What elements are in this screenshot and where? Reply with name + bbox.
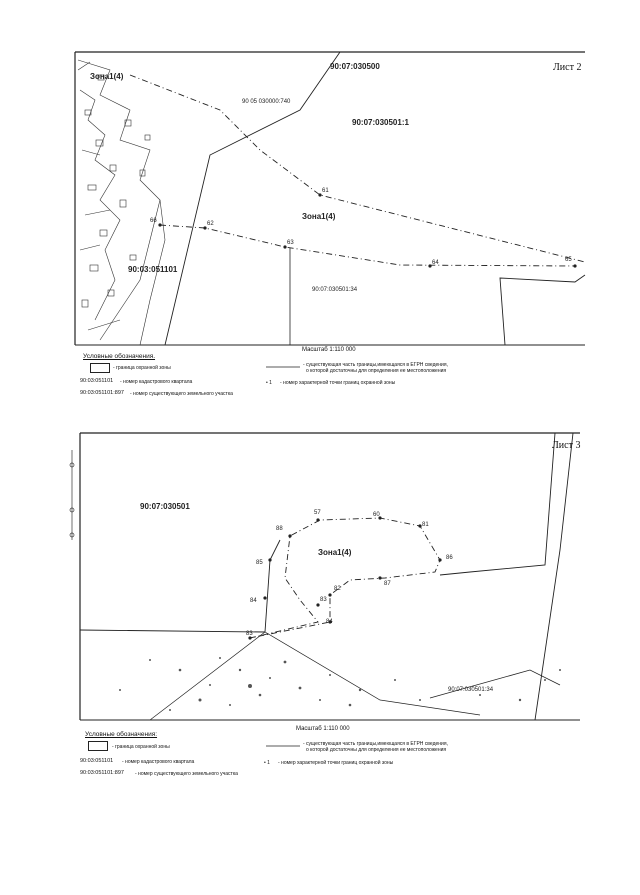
zone-label-2: Зона1(4) [302,212,336,221]
block-label: 90:07:030501 [140,502,190,511]
block-label-top: 90:07:030500 [330,62,380,71]
bottom-parcel-label: 90:07:030501:34 [448,687,494,693]
parcel-label-2: 90:07:030501:34 [312,287,358,293]
point-label: 83 [320,597,327,603]
left-edge-marks [69,450,75,540]
coast-texture [119,657,561,711]
legend-point-text: - номер характерной точки границ охранно… [278,760,394,766]
point-label: 81 [422,522,429,528]
scale-label: Масштаб 1:110 000 [296,726,350,732]
point-label: 62 [207,221,214,227]
bottom-parcel-boundary [429,669,561,699]
point-label: 66 [150,218,157,224]
settlement-area [77,59,166,346]
block-label-right: 90:07:030501:1 [352,118,409,127]
block-boundary-outer [534,432,574,721]
legend-point-marker: • 1 [264,760,270,766]
sheet-3: Лист 3 90:07:030501 Зона1(4) 90:07:03050… [0,400,640,800]
legend-parcel-code: 90:03:051101:897 [80,770,124,776]
legend-parcel-code: 90:03:051101:897 [80,390,124,396]
sheet-3-map [69,432,580,747]
scale-label: Масштаб 1:110 000 [302,347,356,353]
zone-boundary [249,517,441,639]
block-boundary-2 [499,274,586,346]
legend-zone-symbol [90,363,110,373]
legend-existing-2: о которой достаточны для определения ее … [306,368,447,374]
block-boundary-east [439,432,556,576]
legend-block-code: 90:03:051101 [80,758,114,764]
legend-title: Условные обозначения: [85,731,158,738]
legend-existing-1: - существующая часть границы,имеющаяся в… [303,362,448,368]
zone-label: Зона1(4) [318,548,352,557]
point-label: 61 [322,188,329,194]
sheet-3-title: Лист 3 [552,440,581,451]
legend-zone-text: - граница охранной зоны [112,744,170,750]
bottom-lines [149,631,481,721]
legend-zone-symbol [88,741,108,751]
point-label: 57 [314,510,321,516]
block-boundary-west [79,539,281,633]
point-label: 63 [287,240,294,246]
point-markers [248,516,442,640]
legend-block-text: - номер кадастрового квартала [122,759,195,765]
point-label: 84 [250,598,257,604]
point-label: 60 [373,512,380,518]
sheet-2: Лист 2 90:07:030500 90:07:030501:1 90:03… [0,0,640,400]
legend-parcel-text: - номер существующего земельного участка [130,391,233,397]
point-label: 86 [446,555,453,561]
block-label-left: 90:03:051101 [128,265,178,274]
point-label: 88 [276,526,283,532]
point-markers [158,193,577,268]
legend-title: Условные обозначения. [83,353,156,360]
block-boundary-1 [164,51,341,346]
zone-boundary [129,74,586,267]
legend-point-text: - номер характерной точки границ охранно… [280,380,396,386]
legend-point-marker: • 1 [266,380,272,386]
parcel-label-1: 90 05 030000:740 [242,99,291,105]
sheet-2-title: Лист 2 [553,62,582,73]
sheet-2-map [74,51,586,368]
point-label: 85 [256,560,263,566]
point-label: 82 [334,586,341,592]
point-label: 64 [432,260,439,266]
legend-parcel-text: - номер существующего земельного участка [135,771,238,777]
legend-block-code: 90:03:051101 [80,378,114,384]
point-label: 65 [565,257,572,263]
legend-block-text: - номер кадастрового квартала [120,379,193,385]
legend-existing-1: - существующая часть границы,имеющаяся в… [303,741,448,747]
legend-zone-text: - граница охранной зоны [113,365,171,371]
point-label: 84 [326,619,333,625]
point-label: 83 [246,631,253,637]
point-label: 87 [384,581,391,587]
legend-existing-2: о которой достаточны для определения ее … [306,747,447,753]
zone-label-1: Зона1(4) [90,72,124,81]
